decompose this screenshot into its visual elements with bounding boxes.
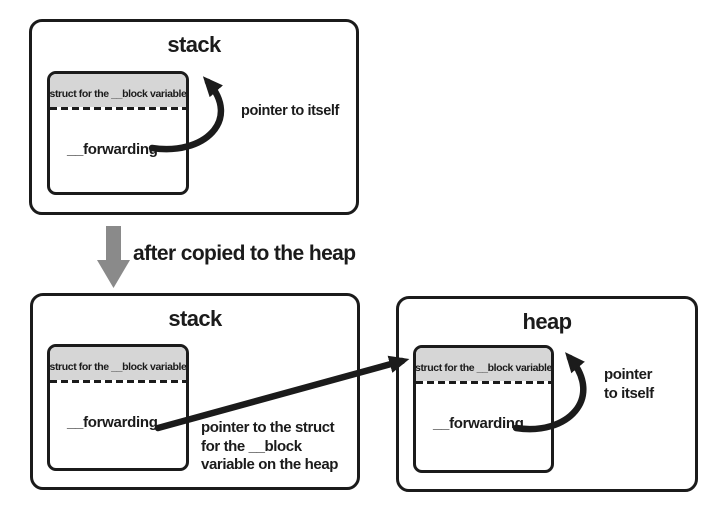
heap-panel: heap struct for the __block variable __f…	[396, 296, 698, 492]
after-copied-to-heap-label: after copied to the heap	[133, 242, 356, 265]
struct-body: __forwarding	[50, 383, 186, 469]
bottom-stack-struct-box: struct for the __block variable __forwar…	[47, 344, 189, 471]
struct-separator-dashed-line	[50, 107, 186, 110]
pointer-to-itself-label: pointer to itself	[241, 103, 339, 119]
heap-struct-box: struct for the __block variable __forwar…	[413, 345, 554, 473]
top-stack-struct-box: struct for the __block variable __forwar…	[47, 71, 189, 195]
forwarding-member-label: __forwarding	[67, 140, 158, 158]
heap-title: heap	[522, 309, 573, 334]
struct-header-label: struct for the __block variable	[416, 348, 551, 381]
struct-body: __forwarding	[416, 384, 551, 471]
copy-to-heap-down-arrow-icon	[97, 226, 130, 288]
top-stack-title: stack	[167, 32, 221, 57]
pointer-to-itself-label: pointer to itself	[604, 366, 654, 402]
struct-header-label: struct for the __block variable	[50, 74, 186, 107]
struct-separator-dashed-line	[50, 380, 186, 383]
bottom-stack-title: stack	[168, 306, 222, 331]
forwarding-member-label: __forwarding	[67, 413, 158, 431]
forwarding-member-label: __forwarding	[433, 414, 524, 432]
struct-separator-dashed-line	[416, 381, 551, 384]
pointer-to-heap-struct-label: pointer to the struct for the __block va…	[201, 419, 339, 473]
struct-body: __forwarding	[50, 110, 186, 193]
struct-header-label: struct for the __block variable	[50, 347, 186, 380]
